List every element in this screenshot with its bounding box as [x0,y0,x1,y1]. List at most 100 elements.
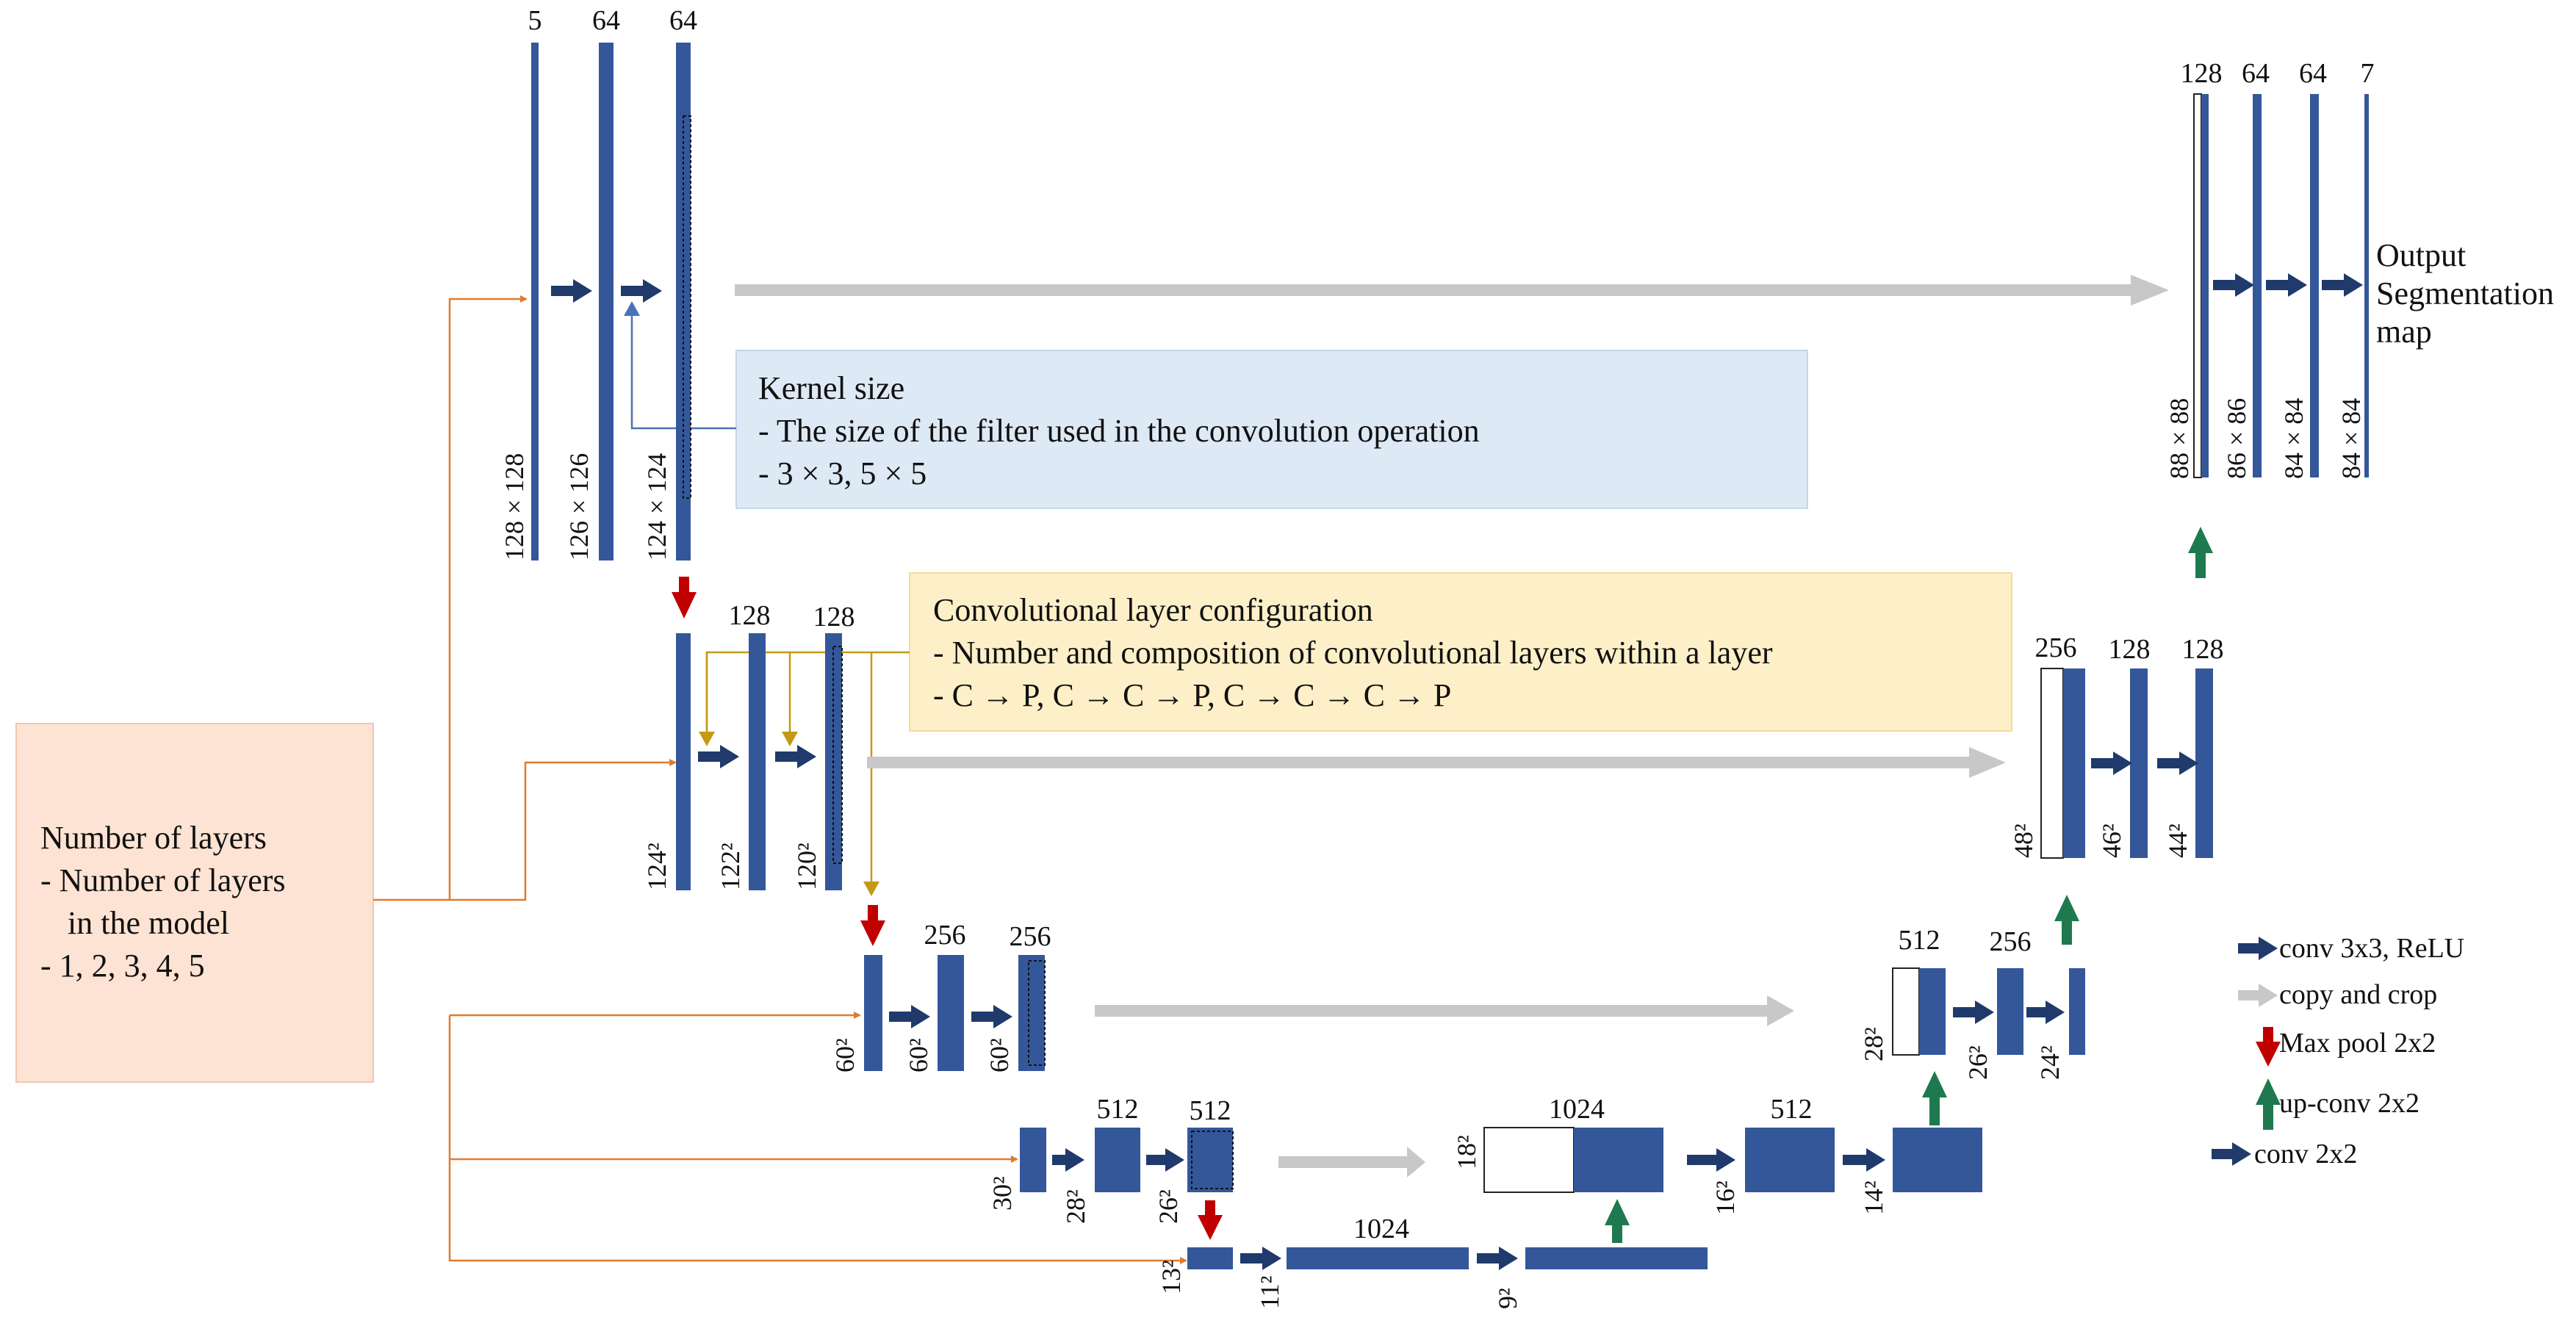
feature-block [1919,968,1946,1055]
output-label: map [2376,314,2432,350]
conv-arrow [1687,1148,1735,1172]
channel-label: 512 [1190,1095,1231,1126]
copy-crop-arrows [735,275,2169,1178]
size-label: 46² [2097,823,2126,858]
feature-block [2310,94,2319,477]
output-label: Segmentation [2376,275,2554,311]
size-label: 16² [1710,1180,1740,1215]
layers-annotation: Number of layers - Number of layers in t… [15,723,374,1083]
layer-count-connectors [373,295,1187,1264]
feature-block [1020,1128,1046,1192]
channel-label: 256 [924,920,966,951]
decoder-level-4: 1024 512 18² 16² 14² [1452,1094,1982,1215]
size-label: 44² [2163,823,2192,858]
cropped-region [1028,960,1046,1066]
kernel-line2: - 3 × 3, 5 × 5 [758,455,927,491]
channel-label: 128 [2109,634,2151,665]
feature-block [938,955,964,1071]
size-label: 128 × 128 [500,453,529,560]
channel-label: 1024 [1353,1214,1409,1244]
channel-label: 512 [1097,1094,1139,1125]
copy-crop-arrow [867,747,2006,778]
conv-arrow [1477,1247,1518,1270]
feature-block [2130,668,2148,858]
up-conv-arrow [1605,1199,1630,1243]
legend-conv-label: conv 3x3, ReLU [2279,933,2464,964]
conv-2x2-icon [2212,1142,2251,1166]
copy-crop-arrow [1095,995,1794,1026]
max-pool-icon [2256,1027,2281,1067]
conv-arrow [1953,1001,1994,1024]
conv-arrow [1240,1247,1281,1270]
output-label: Output [2376,237,2466,273]
bottleneck-level-5: 1024 13² 11² 9² [1156,1214,1708,1309]
size-label: 26² [1154,1189,1183,1224]
encoder-level-1: 5 64 64 128 × 128 126 × 126 124 × 124 [500,5,697,560]
conv-icon [2238,937,2278,960]
conv-arrow [775,745,816,768]
conv-config-annotation: Convolutional layer configuration - Numb… [909,572,2012,732]
copy-crop-icon [2238,984,2278,1007]
conv-arrow [1146,1148,1184,1172]
channel-label: 128 [813,602,855,632]
size-label: 60² [830,1038,860,1073]
size-label: 26² [1963,1045,1993,1080]
feature-block [1018,955,1045,1071]
copied-block [1892,967,1920,1056]
feature-block [1287,1247,1469,1269]
channel-label: 7 [2361,58,2375,89]
legend-conv: conv 3x3, ReLU [2238,933,2464,964]
feature-block [1745,1128,1835,1192]
size-label: 124² [642,843,672,890]
conv-arrow [971,1005,1012,1028]
feature-block [1095,1128,1140,1192]
layers-box [15,723,374,1083]
max-pool-arrow [1198,1200,1223,1240]
legend-pool-label: Max pool 2x2 [2279,1028,2436,1059]
cropped-region [1191,1131,1234,1189]
feature-block [2364,94,2369,477]
decoder-level-2: 256 128 128 48² 46² 44² [2009,632,2224,859]
kernel-annotation: Kernel size - The size of the filter use… [735,350,1808,509]
feature-block [2069,968,2085,1055]
legend: conv 3x3, ReLU copy and crop Max pool 2x… [2212,933,2464,1169]
conv-config-title: Convolutional layer configuration [933,592,1373,628]
cropped-region [683,115,691,499]
channel-label: 64 [2242,58,2270,89]
kernel-box [735,350,1808,509]
channel-label: 128 [2182,634,2224,665]
channel-label: 64 [592,5,620,36]
channel-label: 128 [729,600,771,631]
feature-block [1187,1128,1233,1192]
size-label: 126 × 126 [564,453,594,560]
decoder-level-1: 128 64 64 7 88 × 88 86 × 86 84 × 84 84 ×… [2165,58,2554,479]
channel-label: 64 [2299,58,2327,89]
conv-arrow [2026,1001,2065,1024]
conv-arrow [551,279,592,303]
size-label: 14² [1859,1180,1888,1215]
channel-label: 5 [528,5,542,36]
encoder-level-4: 512 512 30² 28² 26² [987,1094,1234,1224]
conv-arrow [621,279,662,303]
conv-arrow [1052,1148,1084,1172]
channel-label: 1024 [1549,1094,1605,1125]
size-label: 24² [2035,1045,2065,1080]
legend-conv2: conv 2x2 [2212,1139,2357,1169]
conv-arrow [698,745,739,768]
conv-config-line1: - Number and composition of convolutiona… [933,635,1773,671]
feature-block [676,633,691,890]
feature-block [2063,668,2085,858]
up-conv-arrows [1605,527,2213,1243]
size-label: 60² [904,1038,933,1073]
max-pool-arrow [672,577,697,619]
channel-label: 64 [669,5,697,36]
kernel-title: Kernel size [758,370,904,406]
channel-label: 512 [1899,925,1940,956]
copied-block [2193,93,2202,478]
channel-label: 512 [1771,1094,1813,1125]
conv-arrow [2157,751,2198,775]
conv-arrow [2091,751,2132,775]
size-label: 30² [987,1176,1017,1211]
size-label: 18² [1452,1135,1481,1169]
